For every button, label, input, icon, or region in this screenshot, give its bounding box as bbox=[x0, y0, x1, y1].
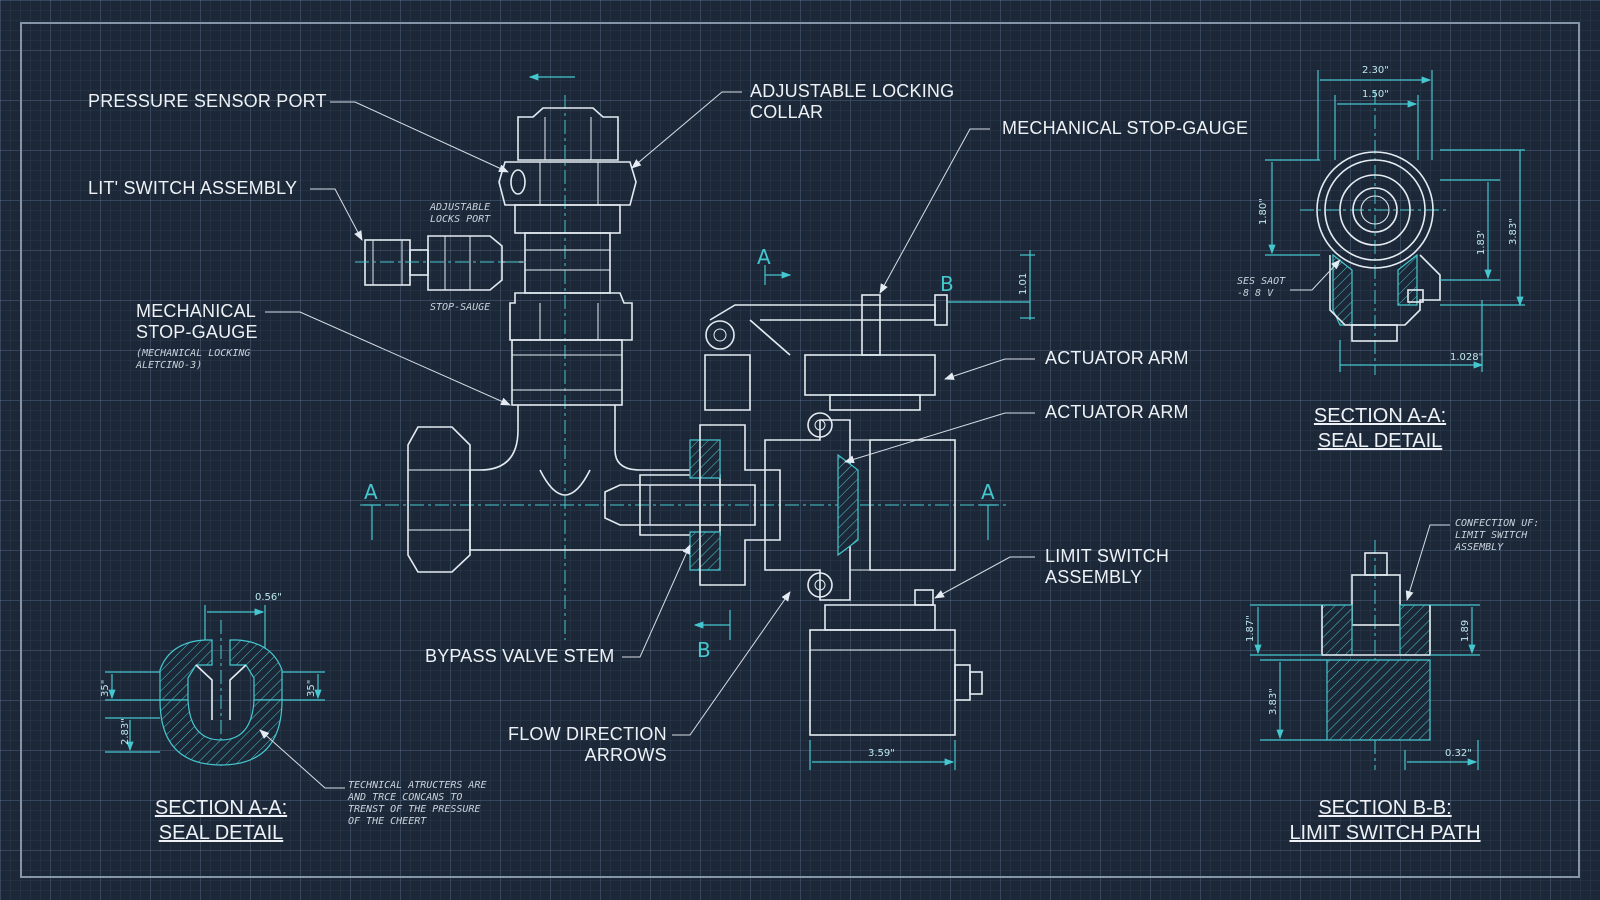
note-technical: TECHNICAL ATRUCTERS ARE AND TRCE CONCANS… bbox=[348, 780, 487, 827]
dim-left-seal-h3: 35" bbox=[306, 679, 317, 697]
hex-nut-upper bbox=[498, 161, 637, 206]
note-stop-sauge: STOP-SAUGE bbox=[430, 302, 491, 313]
seal-hatch-left bbox=[159, 639, 213, 701]
section-marker-a-left: A bbox=[364, 480, 378, 504]
valve-assembly bbox=[265, 73, 1035, 770]
dim-bb-right-height: 1.89 bbox=[1460, 619, 1471, 642]
leader-limit-switch bbox=[934, 556, 1035, 599]
dim-top-right-inner: 1.50" bbox=[1362, 89, 1389, 100]
dim-bb-bottom: 0.32" bbox=[1445, 748, 1472, 759]
leader-pressure-sensor bbox=[330, 101, 509, 173]
leader-actuator-arm-1 bbox=[944, 358, 1035, 380]
seal-outer-ring bbox=[1316, 151, 1434, 269]
actuator-hatch bbox=[837, 453, 859, 557]
note-adjustable-locks-port: ADJUSTABLE LOCKS PORT bbox=[430, 202, 491, 225]
dim-main-arm-height: 1.01 bbox=[1018, 272, 1029, 295]
label-flow-direction-arrows: FLOW DIRECTION ARROWS bbox=[508, 724, 667, 765]
label-lit-switch-assembly: LIT' SWITCH ASSEMBLY bbox=[88, 178, 298, 198]
limit-switch-box bbox=[809, 629, 956, 736]
title-section-aa-right: SECTION A-A: SEAL DETAIL bbox=[1313, 405, 1447, 452]
bypass-valve-stem bbox=[604, 484, 756, 526]
dim-left-seal-h2: 2.83" bbox=[120, 718, 131, 745]
dim-bb-left-height: 1.87" bbox=[1245, 615, 1256, 642]
section-aa-right-drawing bbox=[1265, 70, 1525, 375]
dim-left-seal-width: 0.56" bbox=[255, 592, 282, 603]
leader-stop-gauge-top bbox=[879, 128, 990, 294]
inlet-hex-fitting bbox=[407, 426, 471, 573]
dim-top-right-left-height: 1.80" bbox=[1258, 198, 1269, 225]
note-mechanical-locking: (MECHANICAL LOCKING ALETCINO-3) bbox=[136, 348, 251, 371]
section-marker-b-top: B bbox=[940, 272, 954, 296]
leader-switch-assembly bbox=[310, 188, 363, 241]
leader-locking-collar bbox=[631, 91, 742, 169]
actuator-arm-upper bbox=[804, 354, 936, 396]
label-mechanical-stop-gauge-left: MECHANICAL STOP-GAUGE bbox=[136, 301, 258, 342]
hex-nut-lower bbox=[509, 292, 633, 341]
actuator-housing bbox=[869, 439, 956, 571]
title-section-aa-left: SECTION A-A: SEAL DETAIL bbox=[154, 797, 288, 844]
dim-top-right-bottom: 1.028" bbox=[1450, 352, 1484, 363]
label-actuator-arm-2: ACTUATOR ARM bbox=[1045, 402, 1189, 422]
note-ses-saot: SES SAOT -8 8 V bbox=[1237, 276, 1286, 299]
leader-flow-direction bbox=[672, 591, 791, 736]
seal-hatch-right bbox=[229, 639, 283, 701]
section-aa-left-drawing bbox=[105, 605, 345, 789]
dim-top-right-outer-height: 3.83" bbox=[1508, 218, 1519, 245]
leader-bypass-stem bbox=[622, 544, 691, 658]
label-mechanical-stop-gauge-top: MECHANICAL STOP-GAUGE bbox=[1002, 118, 1249, 138]
seal-hatch-upper bbox=[689, 439, 721, 479]
leader-stop-gauge-left bbox=[265, 311, 511, 406]
title-section-bb: SECTION B-B: LIMIT SWITCH PATH bbox=[1289, 797, 1481, 844]
drawing-border bbox=[20, 22, 1580, 878]
dim-main-base-width: 3.59" bbox=[868, 748, 895, 759]
leader-actuator-arm-2 bbox=[844, 412, 1035, 464]
seal-hatch-lower bbox=[689, 531, 721, 571]
section-marker-a-right: A bbox=[981, 480, 995, 504]
label-bypass-valve-stem: BYPASS VALVE STEM bbox=[425, 646, 615, 666]
label-limit-switch-assembly: LIMIT SWITCH ASSEMBLY bbox=[1045, 546, 1170, 587]
bb-lower-hatch bbox=[1326, 659, 1431, 741]
section-bb-drawing bbox=[1250, 524, 1480, 770]
actuator-yoke bbox=[764, 419, 851, 601]
section-marker-a-top: A bbox=[757, 245, 771, 269]
label-actuator-arm-1: ACTUATOR ARM bbox=[1045, 348, 1189, 368]
top-cap bbox=[517, 107, 619, 161]
dim-top-right-inner-height: 1.83' bbox=[1476, 229, 1487, 255]
seal-hatch-bottom bbox=[159, 699, 283, 766]
valve-body-outline bbox=[469, 405, 700, 551]
section-marker-b-bottom: B bbox=[697, 638, 711, 662]
locking-collar bbox=[511, 339, 623, 406]
label-pressure-sensor-port: PRESSURE SENSOR PORT bbox=[88, 91, 327, 111]
dim-left-seal-h1: 35" bbox=[100, 679, 111, 697]
sensor-port-hole bbox=[510, 169, 526, 195]
dim-top-right-overall: 2.30" bbox=[1362, 65, 1389, 76]
label-adjustable-locking-collar: ADJUSTABLE LOCKING COLLAR bbox=[750, 81, 955, 122]
dim-bb-lower-height: 3.83" bbox=[1268, 688, 1279, 715]
note-confection: CONFECTION UF: LIMIT SWITCH ASSEMBLY bbox=[1455, 518, 1540, 553]
